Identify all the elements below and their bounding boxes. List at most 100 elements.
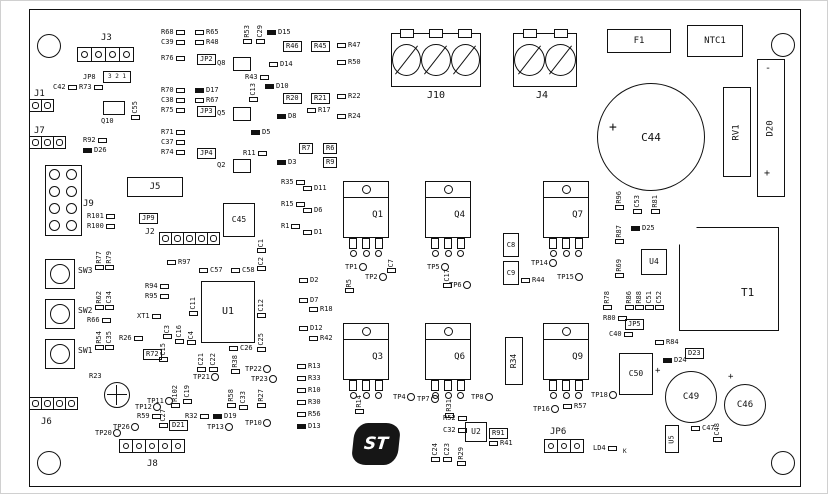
part-r22: R22 <box>337 93 361 100</box>
rect-u2: U2 <box>465 422 487 442</box>
sw-i57 <box>45 299 75 329</box>
text-j10: J10 <box>427 90 446 101</box>
part-r74: R74 <box>161 149 185 156</box>
part-c34: C34 <box>105 291 114 310</box>
hdr-i18 <box>119 439 185 453</box>
part-r38: R38 <box>231 355 240 374</box>
part-c58: C58 <box>231 267 255 274</box>
part-d1: D1 <box>303 229 322 236</box>
rect-c45: C45 <box>223 203 255 237</box>
rect-rv1: RV1 <box>723 87 751 177</box>
part-r88: R88 <box>635 291 644 310</box>
part-r17: R17 <box>307 107 331 114</box>
tp-tp15: TP15 <box>557 273 583 281</box>
cap-c46: C46 <box>724 384 766 426</box>
part-c17: C17 <box>443 269 452 288</box>
rect-c50: C50 <box>619 353 653 395</box>
part-d24: D24 <box>663 357 687 364</box>
tp-tp2: TP2 <box>365 273 387 281</box>
hdr-i8 <box>29 99 54 112</box>
part-r65: R65 <box>195 29 219 36</box>
part-r10: R10 <box>297 387 321 394</box>
boxed-r21: R21 <box>311 93 330 104</box>
text-sw1: SW1 <box>78 346 93 355</box>
rect-i34 <box>679 227 779 331</box>
part-c32: C32 <box>443 427 467 434</box>
q-q9: Q9 <box>543 323 589 399</box>
part-c7: C7 <box>387 259 396 274</box>
q-q3: Q3 <box>343 323 389 399</box>
text-q8: Q8 <box>217 59 226 67</box>
boxed-jp2: JP2 <box>197 54 216 65</box>
tp-tp10: TP10 <box>245 419 271 427</box>
part-r101: R101 <box>87 213 115 220</box>
q-q6: Q6 <box>425 323 471 399</box>
part-d26: D26 <box>83 147 107 154</box>
term-i20 <box>391 29 481 87</box>
part-r66: R66 <box>87 317 111 324</box>
sw-i55 <box>45 259 75 289</box>
tp-tp7: TP7 <box>417 395 439 403</box>
logo-st: ST <box>350 423 402 465</box>
sw-i59 <box>45 339 75 369</box>
part-c52: C52 <box>655 291 664 310</box>
boxed-r91: R91 <box>489 428 508 439</box>
rect-u4: U4 <box>641 249 667 275</box>
part-r52: R52 <box>443 415 467 422</box>
pot-i61 <box>104 382 130 408</box>
boxed-jp9: JP9 <box>139 213 158 224</box>
part-c48: C48 <box>713 423 722 442</box>
part-r43: R43 <box>245 74 269 81</box>
part-c53: C53 <box>633 195 642 214</box>
part-c24: C24 <box>431 443 440 462</box>
boxed-r6: R6 <box>323 143 338 154</box>
part-r68: R68 <box>161 29 185 36</box>
part-r41: R41 <box>489 440 513 447</box>
tp-tp6: TP6 <box>449 281 471 289</box>
part-r67: R67 <box>195 97 219 104</box>
rect-r34: R34 <box>505 337 523 385</box>
text-j2: J2 <box>145 227 155 236</box>
part-d19: D19 <box>213 413 237 420</box>
tp-tp1: TP1 <box>345 263 367 271</box>
part-r58: R58 <box>227 389 236 408</box>
rect-i71 <box>233 107 251 121</box>
part-c57: C57 <box>199 267 223 274</box>
part-r78: R78 <box>603 291 612 310</box>
tp-tp12: TP12 <box>135 403 161 411</box>
text-q2: Q2 <box>217 161 226 169</box>
part-r50: R50 <box>337 59 361 66</box>
part-r71: R71 <box>161 129 185 136</box>
boxed-d21: D21 <box>169 420 188 431</box>
part-r97: R97 <box>167 259 191 266</box>
part-c42: C42 <box>53 84 77 91</box>
text-sw2: SW2 <box>78 306 93 315</box>
part-d7: D7 <box>299 297 318 304</box>
rect-i0 <box>29 9 801 487</box>
part-c27: C27 <box>159 409 168 428</box>
part-c35: C35 <box>105 331 114 350</box>
part-d10: D10 <box>265 83 289 90</box>
part-r86: R86 <box>625 291 634 310</box>
q-q4: Q4 <box>425 181 471 257</box>
part-r69: R69 <box>615 259 624 278</box>
tp-tp26: TP26 <box>113 423 139 431</box>
text-k: K <box>623 448 627 455</box>
rect-u5: U5 <box>665 425 679 453</box>
text-j4: J4 <box>536 90 549 101</box>
part-r42: R42 <box>309 335 333 342</box>
rect-c9: C9 <box>503 261 519 285</box>
part-d3: D3 <box>277 159 296 166</box>
text-plus: + <box>609 120 617 135</box>
part-r80: R80 <box>603 315 627 322</box>
boxed-r7: R7 <box>299 143 314 154</box>
part-r5: R5 <box>345 279 354 294</box>
grid-i11 <box>45 165 82 236</box>
part-r75: R75 <box>161 107 185 114</box>
part-r29: R29 <box>457 447 466 466</box>
part-r47: R47 <box>337 42 361 49</box>
part-c33: C33 <box>239 391 248 410</box>
boxed-r46: R46 <box>283 41 302 52</box>
